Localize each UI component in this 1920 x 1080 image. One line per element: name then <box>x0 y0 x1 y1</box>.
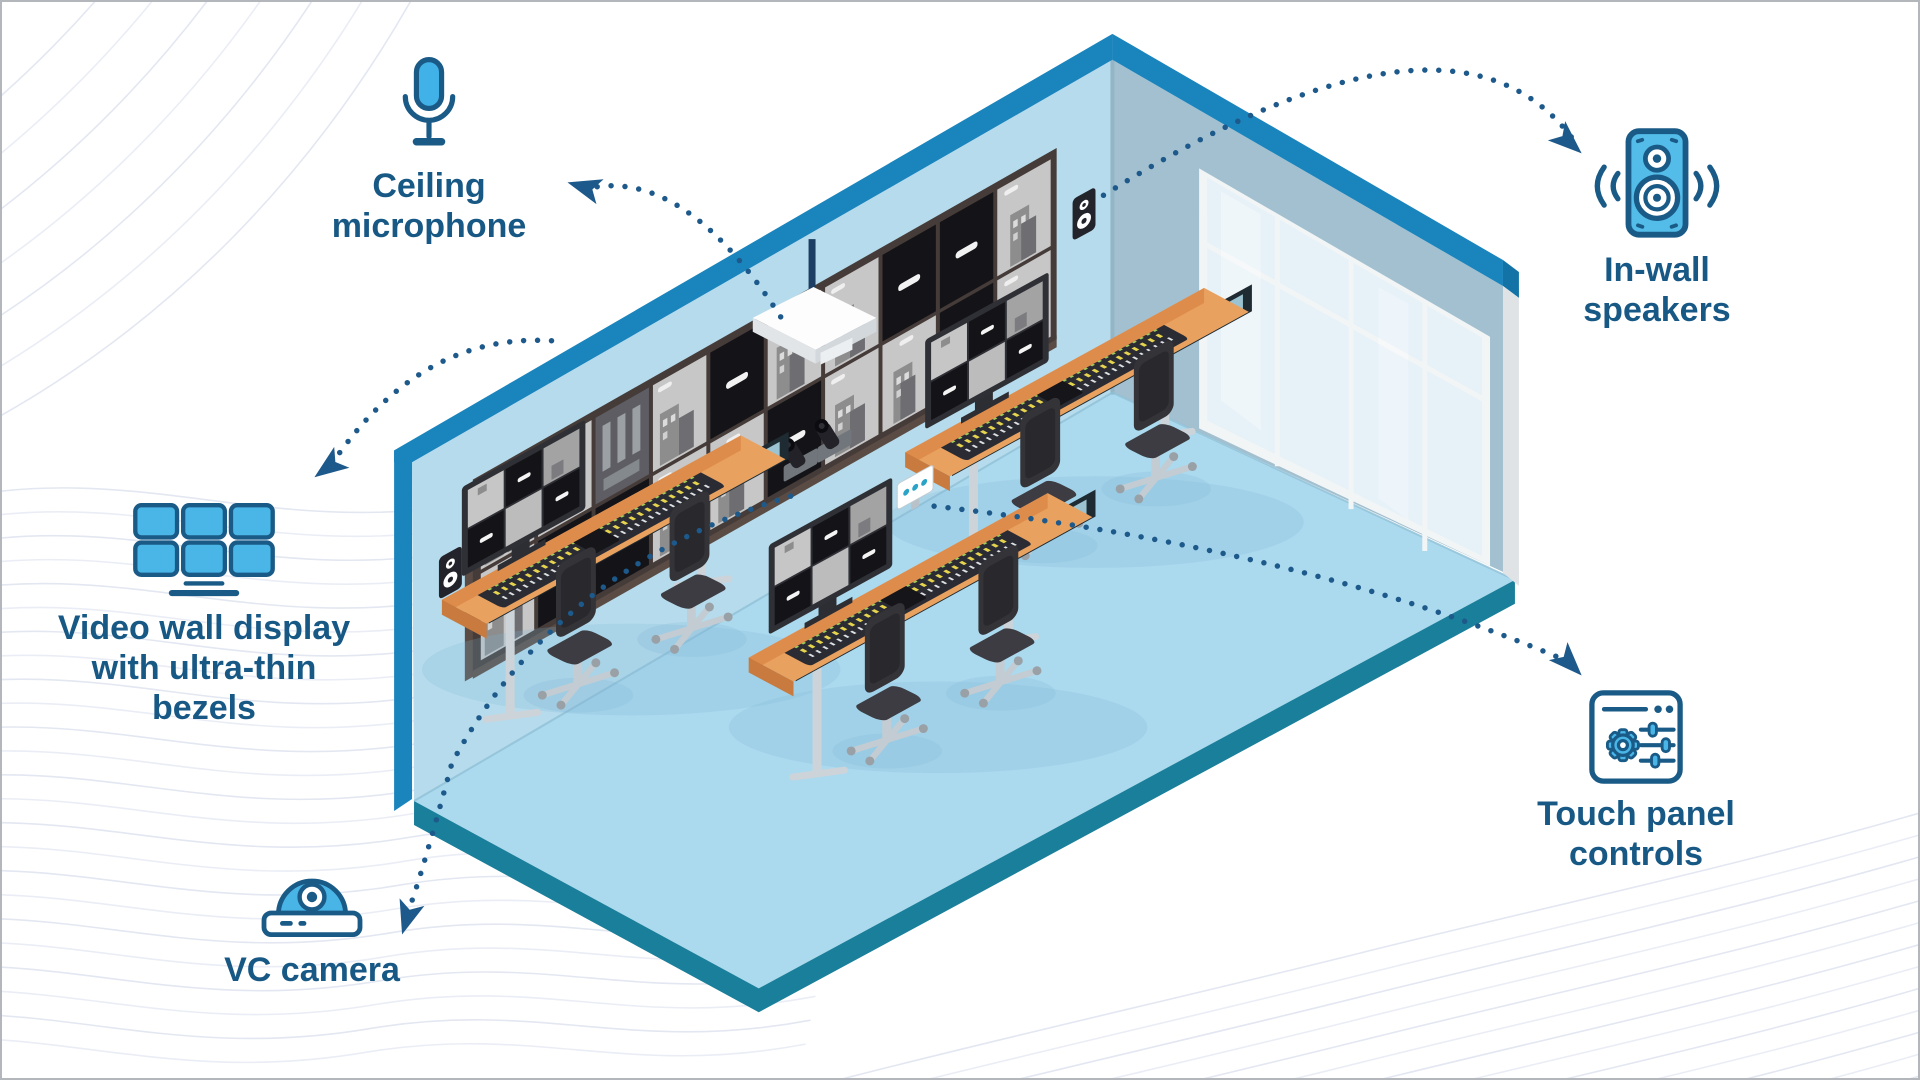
arrow-touch-panel <box>931 503 1567 663</box>
ceiling-microphone-device <box>752 239 877 365</box>
wall-corner <box>1110 59 1115 395</box>
in-wall-speaker-left-wall <box>438 546 462 599</box>
label-text: Touch panel controls <box>1537 795 1735 873</box>
label-text: Video wall display with ultra-thin bezel… <box>57 609 351 727</box>
arrow-ceiling-microphone <box>590 183 784 320</box>
arrow-heads <box>314 121 1582 935</box>
touch-panel-device <box>896 465 934 511</box>
connector-arrows <box>331 67 1575 920</box>
speaker-icon <box>1594 128 1720 238</box>
right-wall-edge-strip <box>1502 285 1519 586</box>
vc-camera-label: VC camera <box>172 868 452 990</box>
arrow-video-wall <box>331 337 555 464</box>
left-wall-edge-strip <box>394 450 413 811</box>
video-wall-icon <box>133 503 275 597</box>
right-wall-cap <box>1502 260 1519 298</box>
label-text: Ceiling microphone <box>331 167 527 245</box>
arrow-vc-camera <box>403 493 794 920</box>
window-wall <box>1199 168 1491 566</box>
in-wall-speaker-corner <box>1072 188 1096 240</box>
left-wall-top-band <box>394 33 1113 463</box>
right-wall-top-band <box>1112 33 1503 286</box>
video-wall-label: Video wall display with ultra-thin bezel… <box>44 500 364 728</box>
dome-camera-icon <box>261 878 363 938</box>
ceiling-microphone-label: Ceiling microphone <box>289 50 569 246</box>
microphone-icon <box>402 57 456 146</box>
label-text: VC camera <box>224 951 400 989</box>
label-text: In-wall speakers <box>1583 251 1731 329</box>
touch-panel-label: Touch panel controls <box>1496 688 1776 874</box>
touch-panel-icon <box>1589 690 1683 784</box>
in-wall-speakers-label: In-wall speakers <box>1539 126 1775 330</box>
